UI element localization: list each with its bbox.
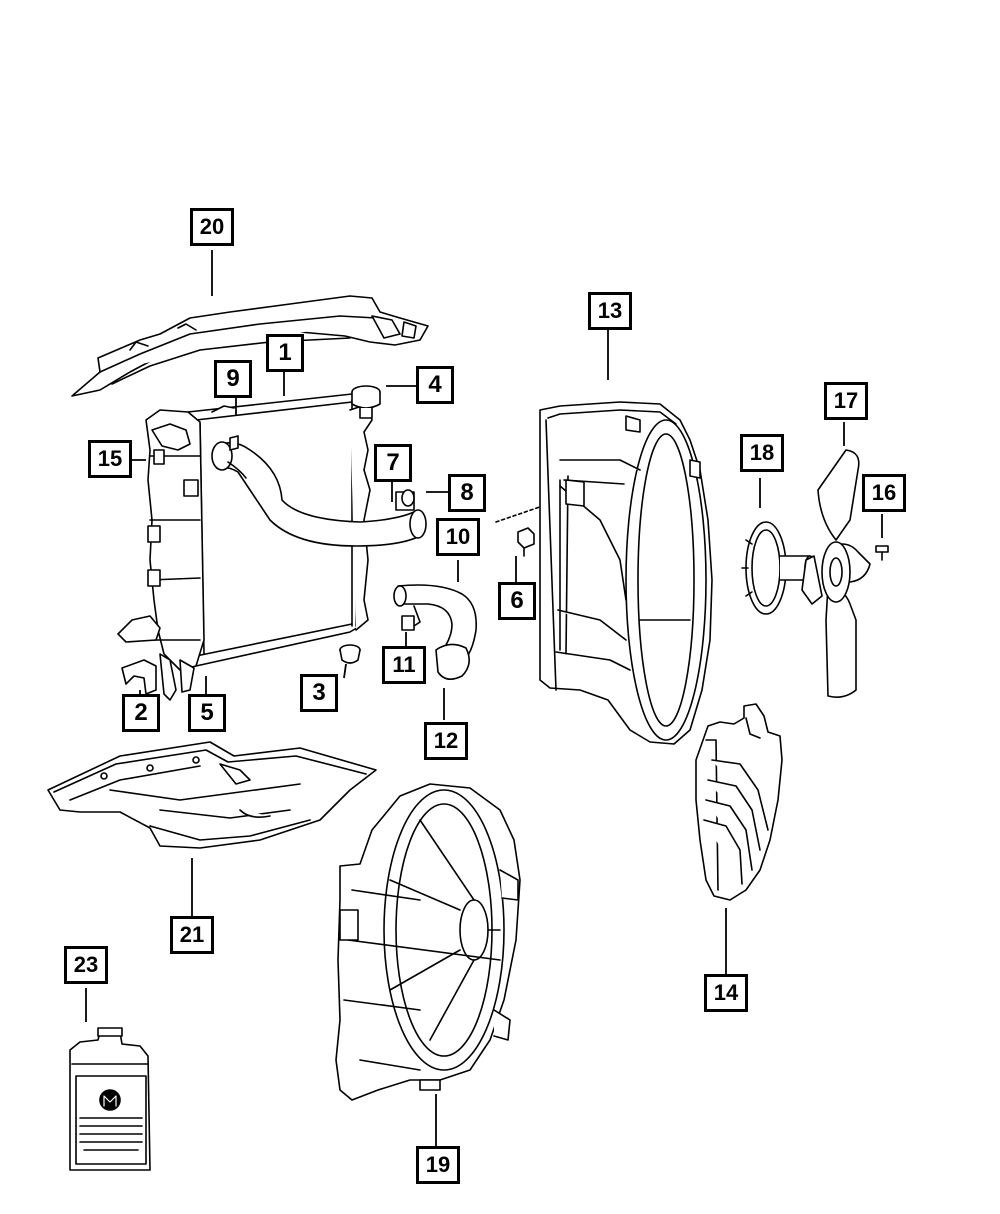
callout-17: 17 xyxy=(824,382,868,420)
callout-4: 4 xyxy=(416,366,454,404)
callout-label: 18 xyxy=(749,440,775,465)
callout-label: 17 xyxy=(833,388,859,413)
callout-8: 8 xyxy=(448,474,486,512)
callout-9: 9 xyxy=(214,360,252,398)
callout-12: 12 xyxy=(424,722,468,760)
callout-6: 6 xyxy=(498,582,536,620)
callout-23: 23 xyxy=(64,946,108,984)
callout-13: 13 xyxy=(588,292,632,330)
callout-label: 8 xyxy=(460,479,474,506)
callout-11: 11 xyxy=(382,646,426,684)
callout-label: 16 xyxy=(871,480,897,505)
callout-label: 21 xyxy=(179,922,205,947)
electric-fan xyxy=(336,784,520,1100)
callout-18: 18 xyxy=(740,434,784,472)
callout-14: 14 xyxy=(704,974,748,1012)
callout-label: 13 xyxy=(597,298,623,323)
drain-fitting xyxy=(340,645,360,663)
callout-label: 20 xyxy=(199,214,225,239)
radiator-bracket xyxy=(122,660,156,694)
callout-label: 7 xyxy=(386,449,400,476)
callout-label: 19 xyxy=(425,1152,451,1177)
callout-3: 3 xyxy=(300,674,338,712)
callout-label: 11 xyxy=(392,652,416,677)
callout-label: 2 xyxy=(134,699,148,726)
callout-19: 19 xyxy=(416,1146,460,1184)
lower-shroud xyxy=(696,704,782,900)
fan-clutch xyxy=(742,522,815,614)
lower-air-shield xyxy=(48,742,376,848)
callout-label: 15 xyxy=(97,446,123,471)
fan-bolt xyxy=(876,546,888,560)
callout-label: 3 xyxy=(312,679,326,706)
callout-label: 4 xyxy=(428,371,442,398)
callout-label: 9 xyxy=(226,365,240,392)
callout-2: 2 xyxy=(122,694,160,732)
lower-radiator-hose xyxy=(394,585,476,679)
callout-21: 21 xyxy=(170,916,214,954)
callout-15: 15 xyxy=(88,440,132,478)
callout-label: 5 xyxy=(200,699,214,726)
hose-clamp xyxy=(402,490,414,630)
callout-5: 5 xyxy=(188,694,226,732)
callout-7: 7 xyxy=(374,444,412,482)
callout-label: 14 xyxy=(713,980,739,1005)
callout-label: 10 xyxy=(445,524,471,549)
mechanical-fan xyxy=(802,450,870,697)
callout-10: 10 xyxy=(436,518,480,556)
callout-label: 12 xyxy=(433,728,459,753)
pressure-cap xyxy=(352,386,380,418)
callout-label: 1 xyxy=(278,339,292,366)
callout-20: 20 xyxy=(190,208,234,246)
fan-shroud xyxy=(540,402,712,744)
leader-lines xyxy=(85,250,883,1146)
antifreeze-jug xyxy=(70,1028,150,1170)
callout-1: 1 xyxy=(266,334,304,372)
upper-radiator-hose xyxy=(212,436,426,546)
callout-label: 23 xyxy=(73,952,99,977)
callout-label: 6 xyxy=(510,587,524,614)
radiator-left-tank xyxy=(118,410,204,700)
callout-16: 16 xyxy=(862,474,906,512)
